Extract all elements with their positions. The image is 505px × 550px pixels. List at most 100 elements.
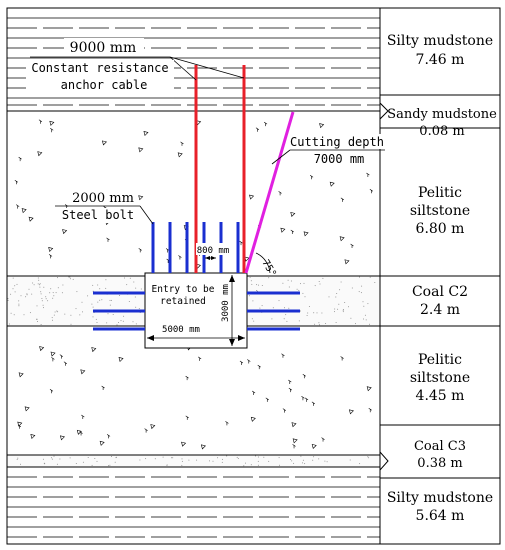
coal-dot: [358, 291, 360, 293]
cutting-depth-label: 7000 mm: [314, 152, 365, 166]
coal-dot: [61, 292, 63, 294]
coal-dot: [349, 459, 351, 461]
coal-dot: [10, 312, 12, 314]
legend-labels: Silty mudstone 7.46 m Sandy mudstone 0.0…: [387, 33, 497, 524]
coal-dot: [56, 310, 58, 312]
bolt-label: Steel bolt: [62, 208, 134, 222]
silt-tick: [185, 415, 189, 420]
coal-dot: [302, 459, 304, 461]
silt-tick: [350, 243, 354, 249]
stratum-name-5a: Pelitic: [418, 352, 462, 368]
coal-dot: [40, 291, 42, 293]
coal-dot: [236, 456, 238, 458]
coal-dot: [105, 279, 107, 281]
stratum-thickness-1: 7.46 m: [416, 52, 465, 68]
cutting-line: [244, 111, 295, 274]
silt-triangle: [249, 194, 255, 200]
coal-dot: [290, 280, 292, 282]
coal-dot: [261, 285, 263, 286]
coal-dot: [91, 464, 93, 466]
silt-triangle: [150, 424, 156, 430]
coal-dot: [181, 464, 183, 466]
silt-tick: [265, 397, 269, 402]
coal-dot: [290, 459, 291, 460]
silt-tick: [178, 255, 182, 260]
silt-triangle: [344, 259, 350, 265]
coal-dot: [28, 288, 30, 290]
coal-dot: [53, 455, 55, 457]
coal-dot: [318, 324, 320, 326]
coal-dot: [286, 320, 288, 322]
coal-dot: [285, 314, 287, 316]
coal-dot: [116, 324, 118, 326]
silt-triangle: [24, 406, 30, 412]
silt-tick: [138, 248, 142, 253]
coal-dot: [171, 457, 173, 459]
coal-dot: [42, 458, 44, 460]
coal-dot: [109, 299, 111, 301]
silt-triangle: [101, 140, 107, 146]
coal-dot: [96, 460, 98, 462]
coal-dot: [342, 309, 344, 311]
silt-tick: [263, 121, 268, 127]
coal-dot: [258, 284, 259, 286]
coal-dot: [25, 296, 27, 298]
coal-dot: [355, 323, 356, 325]
angle-arc: [255, 252, 271, 274]
coal-dot: [101, 299, 103, 301]
coal-dot: [57, 311, 59, 313]
silt-tick: [18, 156, 22, 162]
coal-dot: [70, 323, 72, 325]
silt-triangle: [290, 211, 296, 217]
coal-dot: [91, 303, 93, 305]
coal-dot: [123, 315, 125, 317]
coal-dot: [134, 296, 136, 298]
coal-dot: [282, 282, 284, 284]
silt-tick: [282, 408, 287, 413]
stratum-thickness-5: 4.45 m: [416, 388, 465, 404]
coal-dot: [334, 308, 336, 310]
bolt-label-group: 2000 mm Steel bolt: [55, 190, 154, 225]
coal-dot: [340, 281, 342, 283]
coal-dot: [322, 277, 324, 279]
coal-dot: [319, 283, 321, 285]
silt-triangle: [292, 438, 298, 444]
silt-triangle: [311, 443, 317, 449]
silt-triangle: [62, 229, 68, 235]
coal-dot: [97, 284, 99, 286]
coal-dot: [367, 303, 369, 305]
stratum-thickness-4: 2.4 m: [420, 302, 460, 318]
silt-tick: [292, 444, 296, 449]
coal-dot: [122, 320, 124, 322]
coal-dot: [253, 320, 255, 322]
coal-dot: [245, 462, 246, 464]
coal-dot: [64, 313, 66, 315]
coal-dot: [72, 278, 74, 280]
silt-tick: [309, 174, 314, 180]
silt-tick: [106, 434, 111, 439]
coal-dot: [40, 324, 42, 325]
silt-tick: [311, 401, 316, 406]
coal-dot: [81, 301, 83, 303]
coal-dot: [18, 303, 20, 305]
spacing-dimension: 800 mm: [196, 243, 230, 260]
coal-dot: [29, 312, 31, 314]
silt-tick: [302, 373, 306, 379]
coal-dot: [68, 276, 70, 278]
silt-tick: [197, 356, 202, 361]
coal-dot: [279, 464, 280, 466]
silt-triangle: [50, 351, 56, 357]
coal-dot: [293, 462, 295, 464]
silt-triangle: [30, 434, 36, 440]
coal-dot: [82, 461, 84, 463]
coal-dot: [338, 303, 340, 305]
coal-dot: [268, 277, 270, 279]
coal-dot: [69, 457, 71, 459]
coal-dot: [76, 291, 78, 293]
coal-dot: [303, 282, 305, 284]
silt-triangle: [143, 131, 149, 137]
coal-dot: [298, 320, 300, 322]
coal-dot: [248, 295, 250, 297]
coal-dot: [250, 464, 252, 466]
coal-dot: [288, 286, 290, 288]
